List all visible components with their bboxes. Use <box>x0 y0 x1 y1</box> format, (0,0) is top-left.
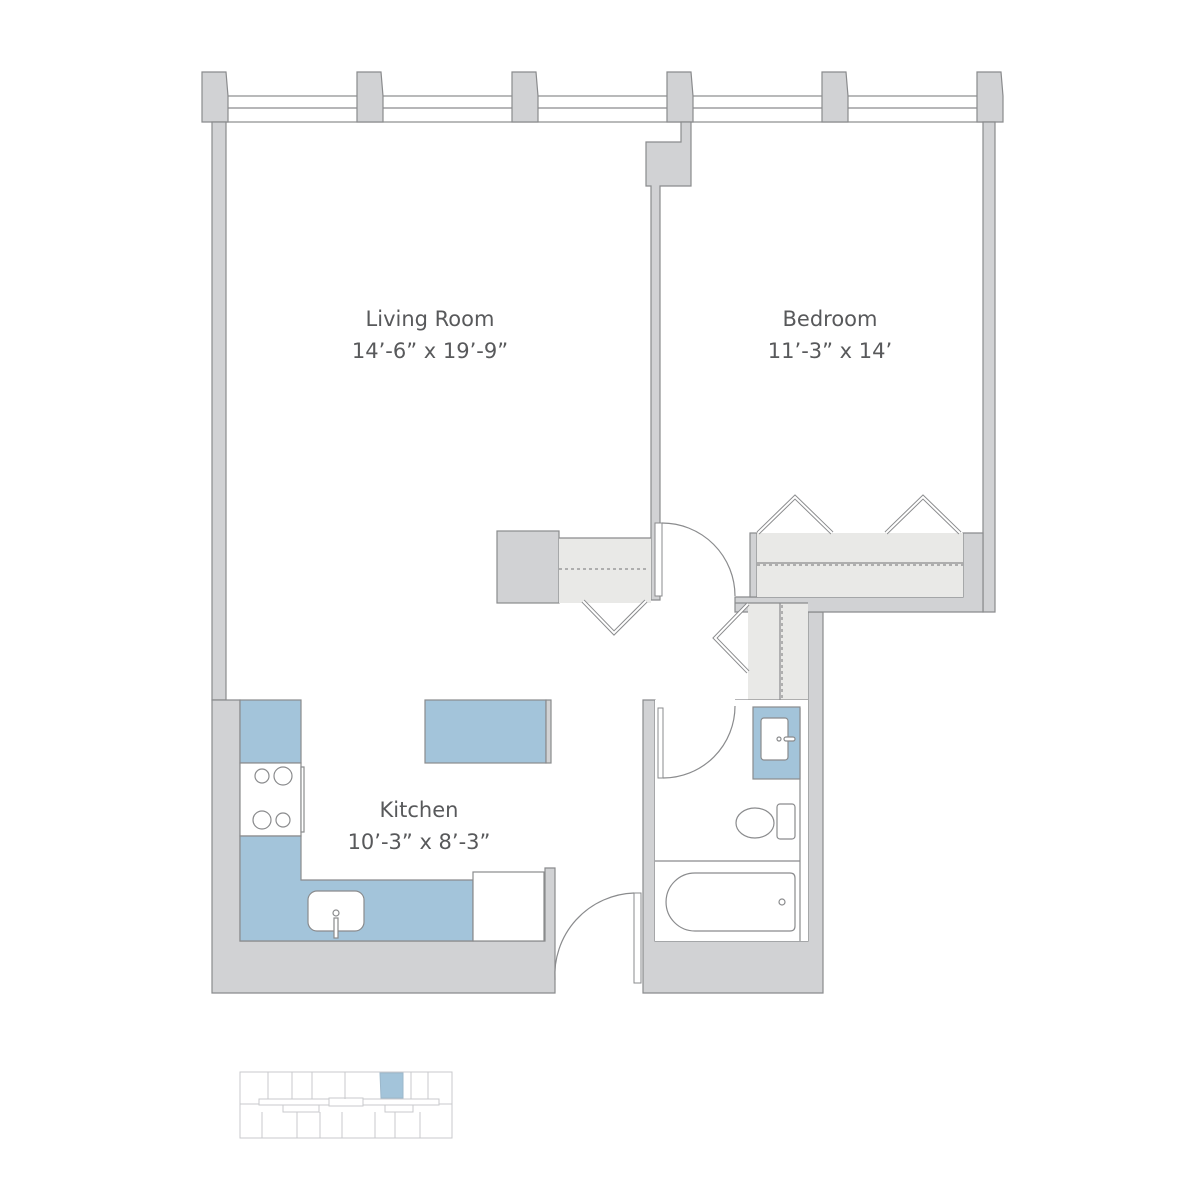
bedroom-closet-bifold-doors[interactable] <box>756 494 962 535</box>
refrigerator <box>472 871 545 942</box>
bedroom-name: Bedroom <box>783 307 878 331</box>
partition-wall-living-bedroom <box>645 121 692 601</box>
entry-door[interactable] <box>554 892 642 984</box>
living-room-name: Living Room <box>366 307 495 331</box>
closet-side-wall <box>749 532 758 598</box>
hall-closet-bifold-door[interactable] <box>712 602 750 674</box>
window-band <box>211 95 996 123</box>
kitchen-dimensions: 10’-3” x 8’-3” <box>348 830 491 854</box>
key-plan <box>239 1071 453 1139</box>
living-room-dimensions: 14’-6” x 19’-9” <box>352 339 508 363</box>
bathroom-vanity <box>752 706 801 780</box>
key-plan-unit-highlight <box>379 1072 404 1099</box>
bathtub <box>665 872 796 932</box>
kitchen-upper-counter <box>239 699 302 764</box>
stove <box>239 762 305 837</box>
hall-closet <box>748 603 808 700</box>
bathroom-door[interactable] <box>657 705 736 779</box>
right-wall <box>982 121 996 613</box>
left-wall <box>211 121 227 701</box>
living-closet-wall <box>496 530 560 604</box>
bedroom-dimensions: 11’-3” x 14’ <box>768 339 892 363</box>
living-closet <box>559 538 651 603</box>
bedroom-door[interactable] <box>654 522 736 597</box>
kitchen-sink <box>307 890 365 939</box>
window-mullions <box>201 71 1004 123</box>
toilet <box>735 803 796 840</box>
kitchen-island <box>424 699 547 764</box>
living-closet-bifold-door[interactable] <box>581 599 648 636</box>
kitchen-name: Kitchen <box>380 798 459 822</box>
